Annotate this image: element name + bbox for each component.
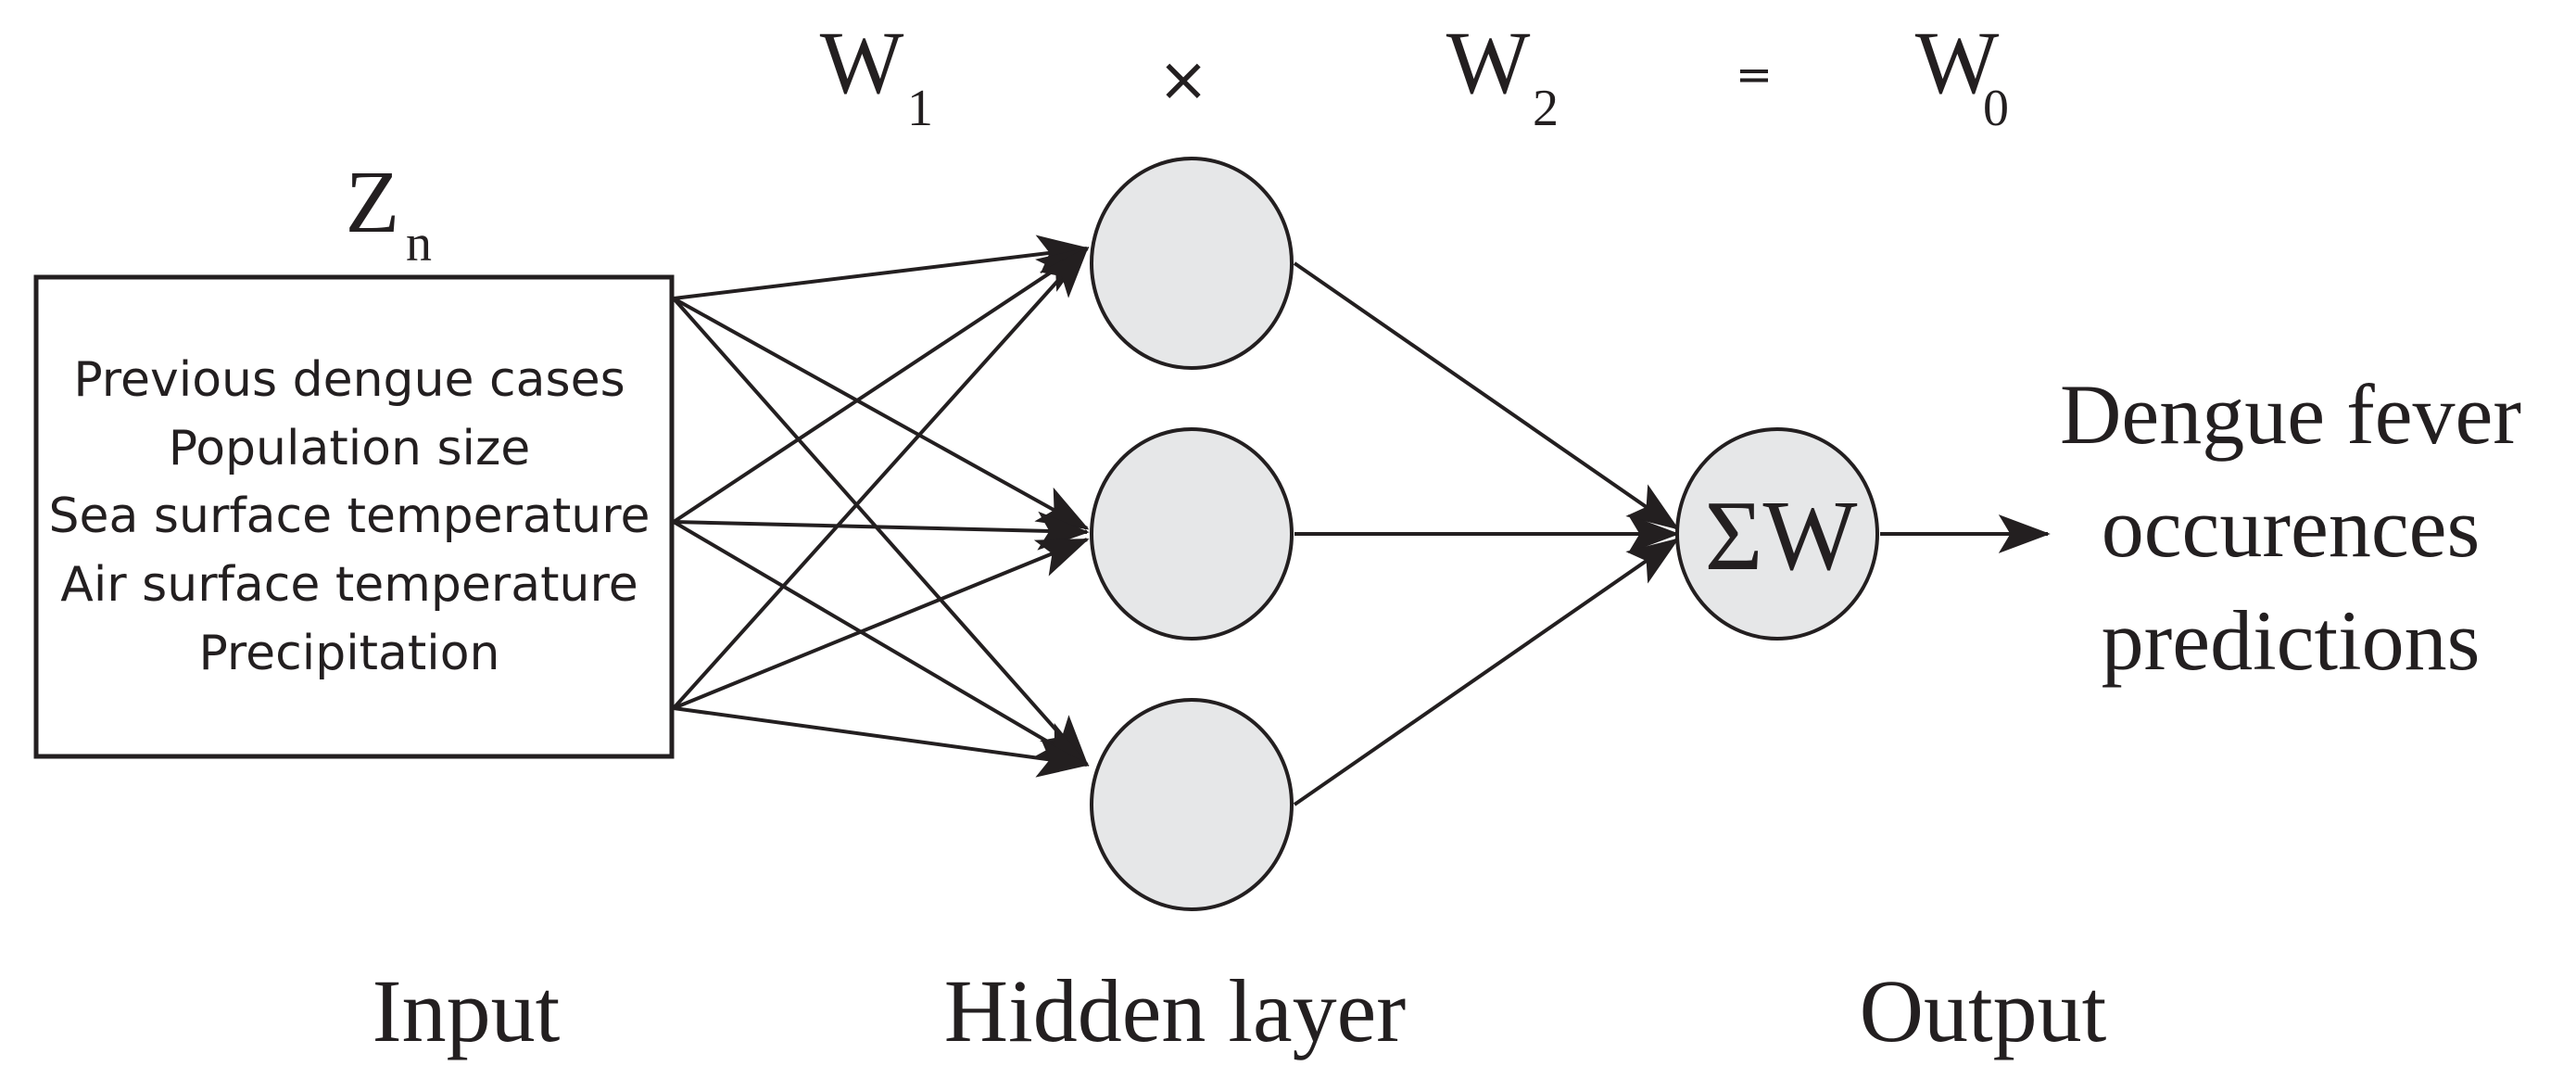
connection-arrow <box>672 246 1089 710</box>
input-feature: Previous dengue cases <box>73 352 625 408</box>
output-node <box>1675 427 1879 641</box>
hidden-to-output-connections <box>1293 261 1680 806</box>
input-symbol: Z <box>346 152 400 251</box>
output-prediction-text: Dengue fever occurences predictions <box>2060 367 2521 688</box>
w0-symbol: W <box>1915 13 2000 112</box>
connection-arrow <box>672 247 1090 524</box>
w1-subscript: 1 <box>907 80 933 137</box>
connection-arrow <box>1293 538 1680 806</box>
connection-arrow <box>673 706 1090 778</box>
multiply-sign: × <box>1157 44 1208 115</box>
output-node-label: ΣW <box>1705 481 1858 591</box>
output-text-line: occurences <box>2102 480 2481 575</box>
connection-arrow <box>673 235 1090 300</box>
output-text-line: predictions <box>2102 593 2481 688</box>
input-to-hidden-connections <box>672 235 1090 778</box>
hidden-node <box>1090 698 1294 911</box>
input-feature: Population size <box>169 421 531 476</box>
hidden-layer <box>1090 157 1294 911</box>
w0-subscript: 0 <box>1983 80 2009 137</box>
input-layer-label: Input <box>373 961 561 1060</box>
hidden-layer-label: Hidden layer <box>944 961 1407 1060</box>
weight-equation: W 1 × W 2 = W 0 <box>820 13 2009 137</box>
connection-arrow <box>672 297 1089 768</box>
input-feature: Sea surface temperature <box>49 488 650 544</box>
connection-arrow <box>672 520 1090 767</box>
connection-arrow <box>1293 261 1680 530</box>
connection-arrow <box>673 297 1090 530</box>
input-symbol-subscript: n <box>406 215 432 273</box>
hidden-node <box>1090 157 1294 370</box>
connection-arrow <box>673 511 1090 551</box>
w2-subscript: 2 <box>1533 80 1559 137</box>
output-layer-label: Output <box>1860 961 2107 1060</box>
w1-symbol: W <box>820 13 904 112</box>
input-feature-list: Previous dengue cases Population size Se… <box>49 352 650 681</box>
input-box <box>33 274 675 759</box>
equals-sign: = <box>1736 49 1773 101</box>
input-feature: Air surface temperature <box>60 557 638 613</box>
w2-symbol: W <box>1446 13 1531 112</box>
connection-arrow <box>673 538 1090 710</box>
output-text-line: Dengue fever <box>2060 367 2521 462</box>
hidden-node <box>1090 427 1294 641</box>
input-feature: Precipitation <box>198 626 499 681</box>
